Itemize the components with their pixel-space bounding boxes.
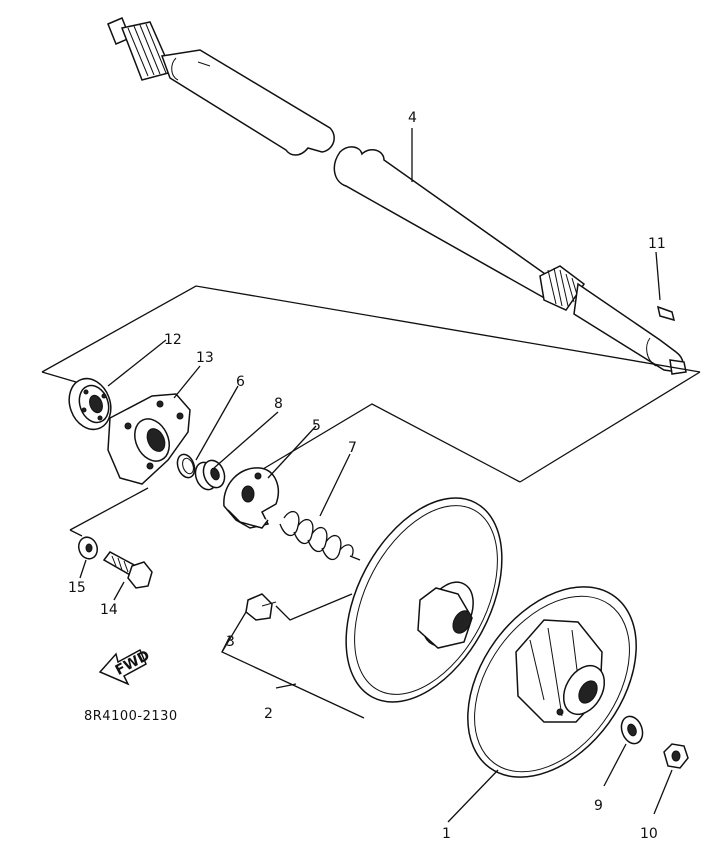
- fwd-direction-arrow: FWD: [98, 648, 153, 686]
- callout-8: 8: [274, 396, 283, 412]
- callout-6: 6: [236, 374, 245, 390]
- callout-15: 15: [68, 580, 86, 596]
- washer-part-9: [620, 715, 644, 745]
- callout-7: 7: [348, 440, 357, 456]
- shaft-part-4: [107, 17, 687, 375]
- circlip-part-6: [176, 453, 196, 479]
- callout-1: 1: [442, 826, 451, 842]
- callout-9: 9: [594, 798, 603, 814]
- housing-plate-part-13: [107, 393, 191, 485]
- fixed-sheave-part-1: [467, 586, 637, 778]
- callout-3: 3: [226, 634, 235, 650]
- callout-13: 13: [196, 350, 214, 366]
- callout-2: 2: [264, 706, 273, 722]
- spring-part-7: [279, 510, 361, 561]
- washer-part-15: [77, 536, 99, 560]
- cam-part-5: [223, 467, 280, 529]
- movable-sheave-part-2: [345, 497, 503, 703]
- bolt-part-14: [102, 551, 153, 589]
- callout-10: 10: [640, 826, 658, 842]
- callout-12: 12: [164, 332, 182, 348]
- nut-part-10: [663, 743, 689, 769]
- callout-4: 4: [408, 110, 417, 126]
- drawing-code: 8R4100-2130: [84, 709, 178, 724]
- callout-11: 11: [648, 236, 666, 252]
- leader-lines: [79, 128, 673, 823]
- fwd-arrow-text: FWD: [113, 648, 153, 679]
- assembly-boundary-lines: [41, 285, 701, 537]
- callout-5: 5: [312, 418, 321, 434]
- slider-part-3: [245, 593, 353, 621]
- collar-part-8: [194, 459, 226, 491]
- key-part-11: [655, 251, 676, 322]
- callout-14: 14: [100, 602, 118, 618]
- bearing-part-12: [68, 377, 112, 431]
